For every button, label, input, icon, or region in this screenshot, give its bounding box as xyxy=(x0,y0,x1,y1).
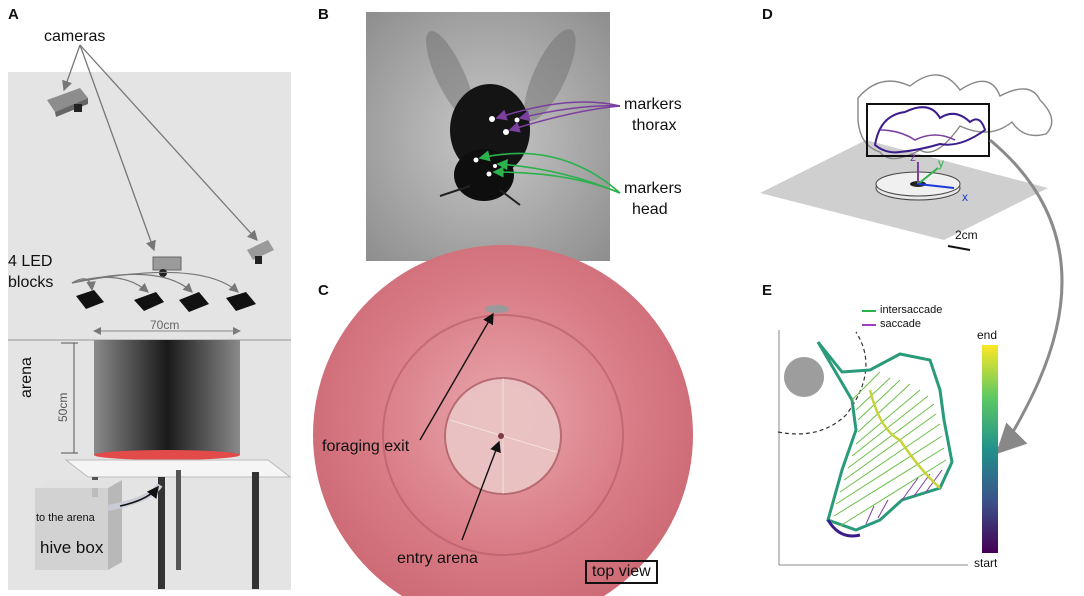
hive-box xyxy=(35,480,122,570)
label-markers-head-1: markers xyxy=(624,180,682,197)
label-hive-box: hive box xyxy=(40,538,104,557)
label-to-arena: to the arena xyxy=(36,512,95,524)
label-width: 70cm xyxy=(150,318,180,332)
panel-b-bee xyxy=(366,12,621,261)
label-entry-arena: entry arena xyxy=(397,550,478,567)
panel-a-setup xyxy=(8,44,292,590)
panel-d-3d-trajectory xyxy=(760,74,1064,455)
zoom-box xyxy=(866,103,990,157)
panel-label-e: E xyxy=(762,282,773,299)
panel-e-trajectory xyxy=(777,310,998,566)
legend-intersaccade: intersaccade xyxy=(880,304,943,316)
scale-bar-label: 2cm xyxy=(955,228,978,242)
camera-top xyxy=(47,88,88,117)
label-led-line1: 4 LED xyxy=(8,253,53,270)
label-markers-thorax-1: markers xyxy=(624,96,682,113)
axis-x-label: x xyxy=(962,190,968,204)
label-height: 50cm xyxy=(56,392,70,422)
label-cameras: cameras xyxy=(44,28,106,45)
axis-y-label: y xyxy=(938,156,944,170)
legend-saccade: saccade xyxy=(880,318,921,330)
colorbar xyxy=(982,345,998,553)
label-arena: arena xyxy=(18,357,35,398)
camera-right xyxy=(247,240,274,264)
label-markers-head-2: head xyxy=(632,201,668,218)
colorbar-end-label: end xyxy=(977,328,998,342)
panel-label-a: A xyxy=(8,6,19,23)
label-foraging-exit: foraging exit xyxy=(322,438,410,455)
led-blocks xyxy=(76,290,256,312)
label-led-line2: blocks xyxy=(8,274,54,291)
label-markers-thorax-2: thorax xyxy=(632,117,677,134)
axis-z-label: z xyxy=(910,150,916,164)
panel-label-d: D xyxy=(762,6,773,23)
colorbar-start-label: start xyxy=(974,556,998,570)
label-top-view: top view xyxy=(585,560,658,584)
arena-cylinder xyxy=(94,340,240,455)
panel-label-b: B xyxy=(318,6,329,23)
panel-label-c: C xyxy=(318,282,329,299)
panel-c-topview xyxy=(312,245,696,596)
